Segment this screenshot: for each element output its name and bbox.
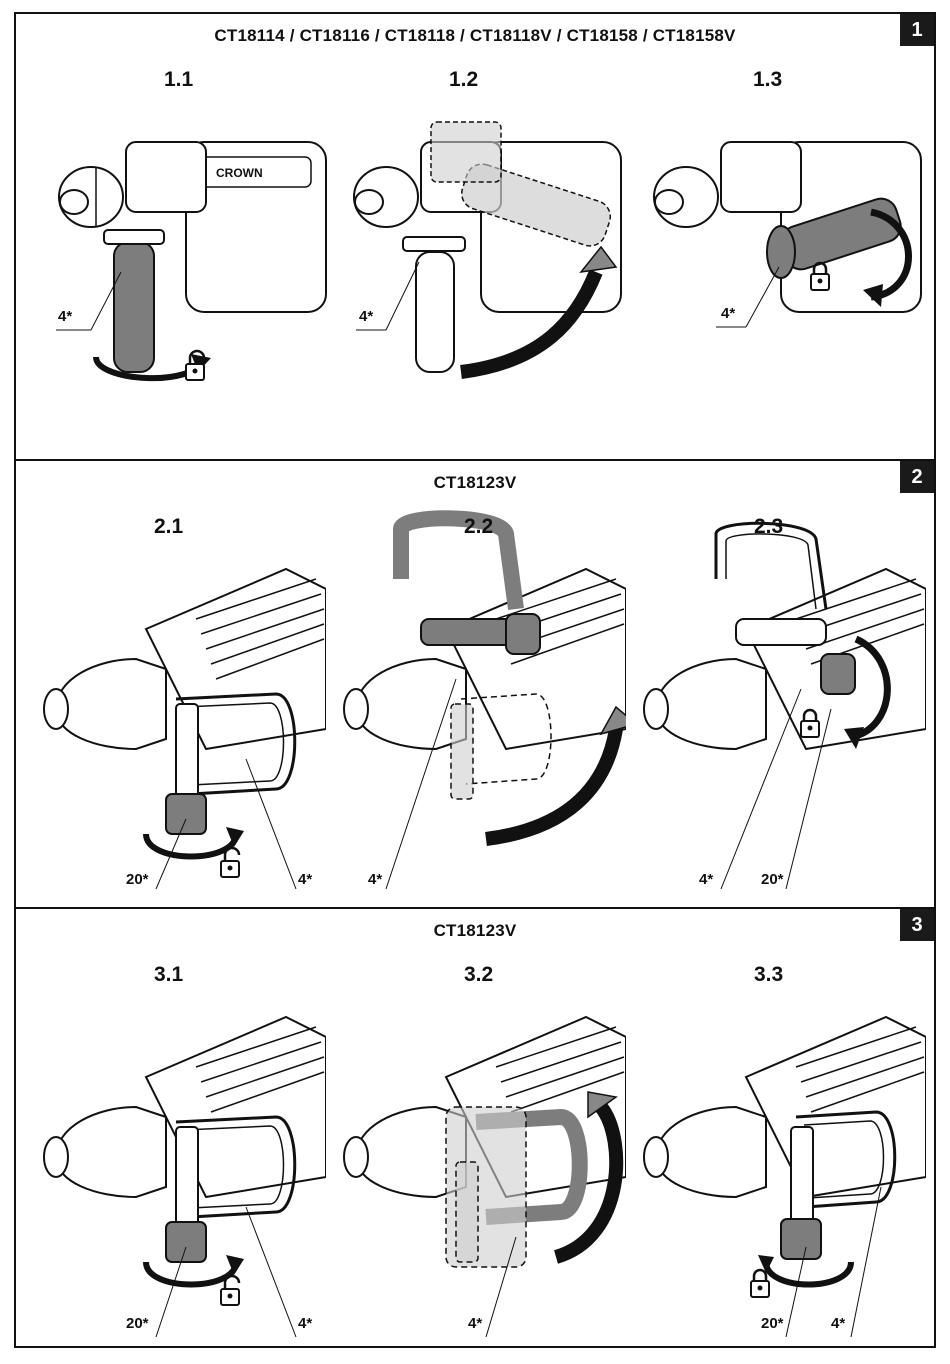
drill-icon (746, 1017, 926, 1197)
knob-icon (506, 614, 540, 654)
callout-part-20: 20* (126, 871, 149, 888)
callout-part-4: 4* (721, 305, 735, 322)
side-handle-icon (114, 242, 154, 372)
callout-part-4: 4* (359, 308, 373, 325)
step-3-1: 3.1 20* 4* (26, 957, 326, 1337)
brand-mark: CROWN (216, 166, 263, 180)
callout-part-4: 4* (368, 871, 382, 888)
drill-illustration (326, 509, 626, 889)
knob-icon (821, 654, 855, 694)
section-1: CT18114 / CT18116 / CT18118 / CT18118V /… (16, 14, 934, 461)
step-label: 2.2 (464, 515, 493, 539)
step-2-2: 2.2 4* (326, 509, 626, 889)
step-label: 2.3 (754, 515, 783, 539)
section-title: CT18123V (16, 921, 934, 941)
instruction-sheet: CT18114 / CT18116 / CT18118 / CT18118V /… (14, 12, 936, 1348)
callout-part-4: 4* (468, 1315, 482, 1332)
step-label: 1.2 (449, 68, 478, 92)
drill-illustration (26, 509, 326, 889)
section-badge: 3 (900, 909, 934, 941)
callout-part-4: 4* (58, 308, 72, 325)
callout-part-4: 4* (831, 1315, 845, 1332)
step-1-2: 1.2 4* (331, 62, 631, 442)
side-handle-icon (401, 518, 516, 609)
drill-illustration (331, 62, 631, 442)
drill-icon (146, 1017, 326, 1197)
callout-part-20: 20* (761, 1315, 784, 1332)
section-3: CT18123V 3 (16, 909, 934, 1346)
drill-icon (146, 569, 326, 749)
step-label: 3.1 (154, 963, 183, 987)
drill-illustration: CROWN (36, 62, 336, 442)
step-1-1: CROWN 1.1 (36, 62, 336, 442)
callout-part-20: 20* (126, 1315, 149, 1332)
section-badge: 2 (900, 461, 934, 493)
knob-icon (781, 1219, 821, 1259)
drill-illustration (626, 509, 926, 889)
step-label: 2.1 (154, 515, 183, 539)
padlock-closed-icon (751, 1270, 769, 1297)
step-label: 3.3 (754, 963, 783, 987)
section-title: CT18123V (16, 473, 934, 493)
step-3-3: 3.3 20* 4* (626, 957, 926, 1337)
side-handle-icon (416, 252, 454, 372)
drill-illustration (631, 62, 931, 442)
drill-illustration (26, 957, 326, 1337)
step-label: 1.3 (753, 68, 782, 92)
rotation-arrow-icon (766, 1262, 851, 1285)
knob-icon (166, 1222, 206, 1262)
section-badge: 1 (900, 14, 934, 46)
step-2-3: 2.3 4* 20* (626, 509, 926, 889)
knob-icon (166, 794, 206, 834)
callout-part-4: 4* (699, 871, 713, 888)
step-3-2: 3.2 4* (326, 957, 626, 1337)
callout-part-20: 20* (761, 871, 784, 888)
step-label: 3.2 (464, 963, 493, 987)
drill-illustration (326, 957, 626, 1337)
drill-illustration (626, 957, 926, 1337)
step-2-1: 2.1 20* 4* (26, 509, 326, 889)
rotation-arrow-icon (146, 1262, 236, 1285)
callout-part-4: 4* (298, 1315, 312, 1332)
callout-part-4: 4* (298, 871, 312, 888)
rotation-arrow-icon (146, 834, 236, 857)
step-1-3: 1.3 4* (631, 62, 931, 442)
section-title: CT18114 / CT18116 / CT18118 / CT18118V /… (16, 26, 934, 46)
step-label: 1.1 (164, 68, 193, 92)
section-2: CT18123V 2 (16, 461, 934, 909)
